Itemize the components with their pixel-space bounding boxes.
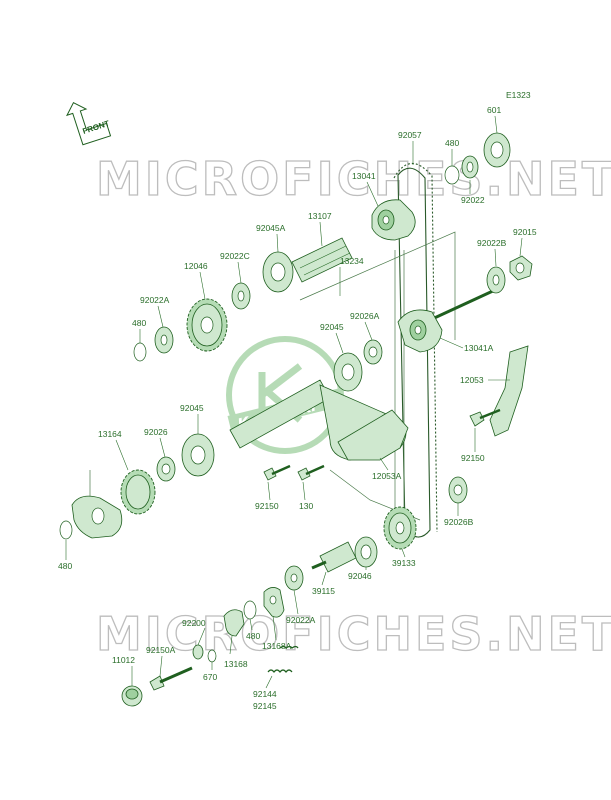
part-480-circlip-bottom bbox=[243, 600, 257, 620]
part-39115-shaft bbox=[311, 541, 357, 573]
label-92022b: 92022B bbox=[477, 238, 507, 248]
watermark-bottom: MICROFICHES.NET bbox=[96, 607, 611, 661]
part-13168a-plate bbox=[263, 587, 285, 618]
label-39133: 39133 bbox=[392, 558, 416, 568]
part-92045a-bearing bbox=[262, 251, 294, 293]
watermark-top: MICROFICHES.NET bbox=[96, 152, 611, 206]
part-480-circlip-top bbox=[444, 165, 460, 185]
label-12053: 12053 bbox=[460, 375, 484, 385]
label-92022-top: 92022 bbox=[461, 195, 485, 205]
label-92022a-low: 92022A bbox=[286, 615, 316, 625]
label-13041: 13041 bbox=[352, 171, 376, 181]
part-92144-spring bbox=[267, 645, 299, 673]
label-13168a: 13168A bbox=[262, 641, 292, 651]
part-92015-nut bbox=[509, 255, 533, 281]
part-12053a-tensioner bbox=[337, 409, 409, 461]
label-480-bottom: 480 bbox=[246, 631, 260, 641]
part-670-ring bbox=[207, 649, 217, 663]
part-92046-needle-bearing bbox=[354, 536, 378, 568]
label-480-mid: 480 bbox=[132, 318, 146, 328]
label-480-top: 480 bbox=[445, 138, 459, 148]
part-13041-lever bbox=[371, 199, 416, 241]
label-670: 670 bbox=[203, 672, 217, 682]
label-92200: 92200 bbox=[182, 618, 206, 628]
part-92150-bolt-mid bbox=[263, 464, 291, 481]
label-92150-right: 92150 bbox=[461, 453, 485, 463]
part-13041a-lever bbox=[397, 288, 496, 353]
part-130-bolt bbox=[297, 464, 325, 481]
label-92022a-top: 92022A bbox=[140, 295, 170, 305]
label-13168: 13168 bbox=[224, 659, 248, 669]
part-13168-lever bbox=[223, 609, 245, 637]
part-92022a-washer-low bbox=[284, 565, 304, 591]
label-92150-mid: 92150 bbox=[255, 501, 279, 511]
label-92144: 92144 bbox=[253, 689, 277, 699]
part-480-circlip-mid bbox=[133, 342, 147, 362]
label-92046: 92046 bbox=[348, 571, 372, 581]
label-92150a: 92150A bbox=[146, 645, 176, 655]
label-92045-low: 92045 bbox=[180, 403, 204, 413]
label-92045a: 92045A bbox=[256, 223, 286, 233]
label-601: 601 bbox=[487, 105, 501, 115]
label-92022c: 92022C bbox=[220, 251, 250, 261]
part-11012-cap bbox=[121, 685, 143, 707]
label-92045-mid: 92045 bbox=[320, 322, 344, 332]
part-92026b-collar bbox=[448, 476, 468, 504]
label-13041a: 13041A bbox=[464, 343, 494, 353]
part-labels: 601 480 92057 13041 92022 13107 92045A 9… bbox=[58, 105, 537, 711]
part-92150-bolt-right bbox=[469, 408, 501, 427]
label-92015: 92015 bbox=[513, 227, 537, 237]
part-92022c-washer bbox=[231, 282, 251, 310]
label-92026b: 92026B bbox=[444, 517, 474, 527]
label-12053a: 12053A bbox=[372, 471, 402, 481]
label-92026: 92026 bbox=[144, 427, 168, 437]
part-92022b-washer bbox=[486, 266, 506, 294]
part-480-circlip-low bbox=[59, 520, 73, 540]
label-480-low: 480 bbox=[58, 561, 72, 571]
part-13164-sprocket bbox=[71, 469, 156, 539]
diagram-code: E1323 bbox=[506, 90, 531, 100]
label-92057: 92057 bbox=[398, 130, 422, 140]
part-601-bearing bbox=[483, 132, 511, 168]
part-92045-bearing-low bbox=[181, 433, 215, 477]
part-92150a-bolt bbox=[149, 666, 193, 691]
part-92026-collar bbox=[156, 456, 176, 482]
label-39115: 39115 bbox=[312, 586, 335, 596]
part-92026a-collar bbox=[363, 339, 383, 365]
label-13234: 13234 bbox=[340, 256, 364, 266]
label-130: 130 bbox=[299, 501, 313, 511]
part-92045-bearing-mid bbox=[333, 352, 363, 392]
part-92022-washer-top bbox=[461, 155, 479, 179]
label-92145: 92145 bbox=[253, 701, 277, 711]
label-13164: 13164 bbox=[98, 429, 122, 439]
label-92026a: 92026A bbox=[350, 311, 380, 321]
label-13107: 13107 bbox=[308, 211, 332, 221]
leader-lines bbox=[65, 115, 523, 689]
part-13107-shaft bbox=[291, 237, 353, 283]
label-12046: 12046 bbox=[184, 261, 208, 271]
part-92022a-washer-top bbox=[154, 326, 174, 354]
part-12053-guide bbox=[489, 345, 529, 437]
part-92200-washer bbox=[192, 644, 204, 660]
part-12046-sprocket bbox=[186, 298, 228, 352]
label-11012: 11012 bbox=[112, 655, 135, 665]
part-39133-sprocket bbox=[383, 506, 417, 550]
front-arrow-icon: FRONT bbox=[66, 101, 112, 146]
